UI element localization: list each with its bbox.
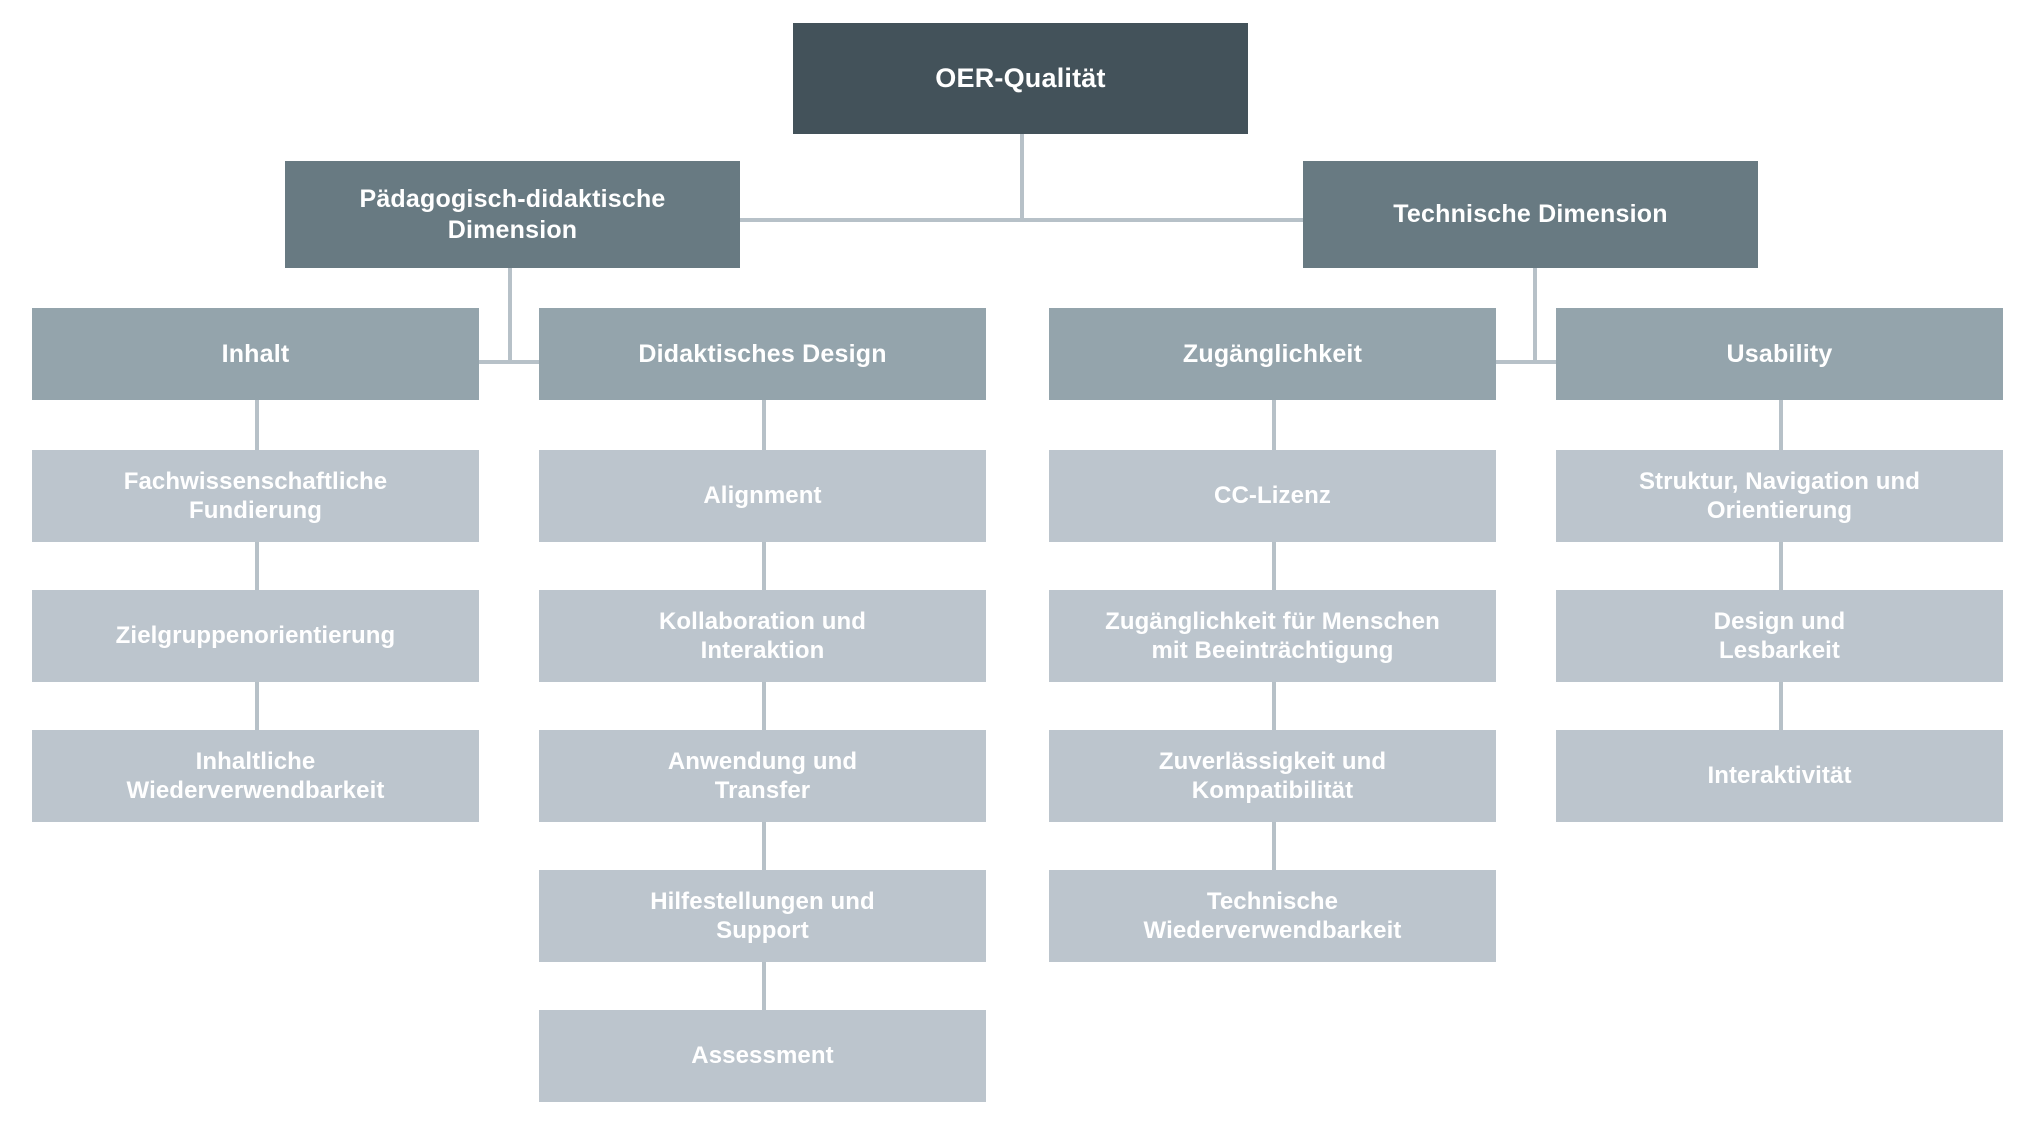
node-criterion-label: Struktur, Navigation und Orientierung — [1638, 467, 1921, 524]
node-criterion-label: Hilfestellungen und Support — [650, 887, 875, 944]
node-root-oer-qualitaet[interactable]: OER-Qualität — [793, 23, 1248, 134]
node-category-label: Didaktisches Design — [638, 339, 887, 368]
node-criterion-kollaboration-und-interaktion[interactable]: Kollaboration und Interaktion — [539, 590, 986, 682]
node-criterion-label: Kollaboration und Interaktion — [658, 607, 866, 664]
connector-right-categories-crossbar — [1272, 360, 1779, 364]
connector-pedagogical-dimension-down — [508, 268, 512, 363]
node-criterion-zuverlaessigkeit-und-kompatibilitaet[interactable]: Zuverlässigkeit und Kompatibilität — [1049, 730, 1496, 822]
node-criterion-hilfestellungen-und-support[interactable]: Hilfestellungen und Support — [539, 870, 986, 962]
node-criterion-fachwissenschaftliche-fundierung[interactable]: Fachwissenschaftliche Fundierung — [32, 450, 479, 542]
node-dimension-technische[interactable]: Technische Dimension — [1303, 161, 1758, 268]
node-criterion-zugaenglichkeit-fuer-menschen-mit-beeintraechtigung[interactable]: Zugänglichkeit für Menschen mit Beeinträ… — [1049, 590, 1496, 682]
node-criterion-inhaltliche-wiederverwendbarkeit[interactable]: Inhaltliche Wiederverwendbarkeit — [32, 730, 479, 822]
node-criterion-label: Zugänglichkeit für Menschen mit Beeinträ… — [1105, 607, 1440, 664]
connector-left-categories-crossbar — [255, 360, 762, 364]
node-criterion-label: Alignment — [703, 482, 822, 510]
node-category-zugaenglichkeit[interactable]: Zugänglichkeit — [1049, 308, 1496, 400]
node-criterion-design-und-lesbarkeit[interactable]: Design und Lesbarkeit — [1556, 590, 2003, 682]
node-criterion-zielgruppenorientierung[interactable]: Zielgruppenorientierung — [32, 590, 479, 682]
node-criterion-interaktivitaet[interactable]: Interaktivität — [1556, 730, 2003, 822]
node-root-label: OER-Qualität — [935, 63, 1106, 94]
node-category-label: Inhalt — [221, 339, 290, 368]
node-criterion-label: Inhaltliche Wiederverwendbarkeit — [126, 747, 385, 804]
node-criterion-label: Interaktivität — [1707, 762, 1852, 790]
node-criterion-label: Anwendung und Transfer — [667, 747, 858, 804]
node-criterion-alignment[interactable]: Alignment — [539, 450, 986, 542]
node-criterion-label: Design und Lesbarkeit — [1713, 607, 1846, 664]
node-criterion-label: Fachwissenschaftliche Fundierung — [123, 467, 388, 524]
node-criterion-cc-lizenz[interactable]: CC-Lizenz — [1049, 450, 1496, 542]
connector-root-to-crossbar — [1020, 134, 1024, 220]
node-category-didaktisches-design[interactable]: Didaktisches Design — [539, 308, 986, 400]
node-criterion-struktur-navigation-und-orientierung[interactable]: Struktur, Navigation und Orientierung — [1556, 450, 2003, 542]
node-criterion-assessment[interactable]: Assessment — [539, 1010, 986, 1102]
connector-dimensions-crossbar — [738, 218, 1304, 222]
node-criterion-label: CC-Lizenz — [1214, 482, 1331, 510]
node-criterion-label: Technische Wiederverwendbarkeit — [1143, 887, 1402, 944]
node-criterion-anwendung-und-transfer[interactable]: Anwendung und Transfer — [539, 730, 986, 822]
node-category-label: Zugänglichkeit — [1182, 339, 1363, 368]
node-criterion-label: Zuverlässigkeit und Kompatibilität — [1158, 747, 1387, 804]
node-category-inhalt[interactable]: Inhalt — [32, 308, 479, 400]
node-dimension-label: Pädagogisch-didaktische Dimension — [359, 185, 666, 244]
node-dimension-label: Technische Dimension — [1393, 200, 1668, 229]
node-dimension-paedagogisch-didaktisch[interactable]: Pädagogisch-didaktische Dimension — [285, 161, 740, 268]
node-criterion-technische-wiederverwendbarkeit[interactable]: Technische Wiederverwendbarkeit — [1049, 870, 1496, 962]
node-criterion-label: Zielgruppenorientierung — [115, 622, 396, 650]
node-category-usability[interactable]: Usability — [1556, 308, 2003, 400]
node-category-label: Usability — [1726, 339, 1833, 368]
node-criterion-label: Assessment — [691, 1042, 834, 1070]
connector-technical-dimension-down — [1533, 268, 1537, 363]
